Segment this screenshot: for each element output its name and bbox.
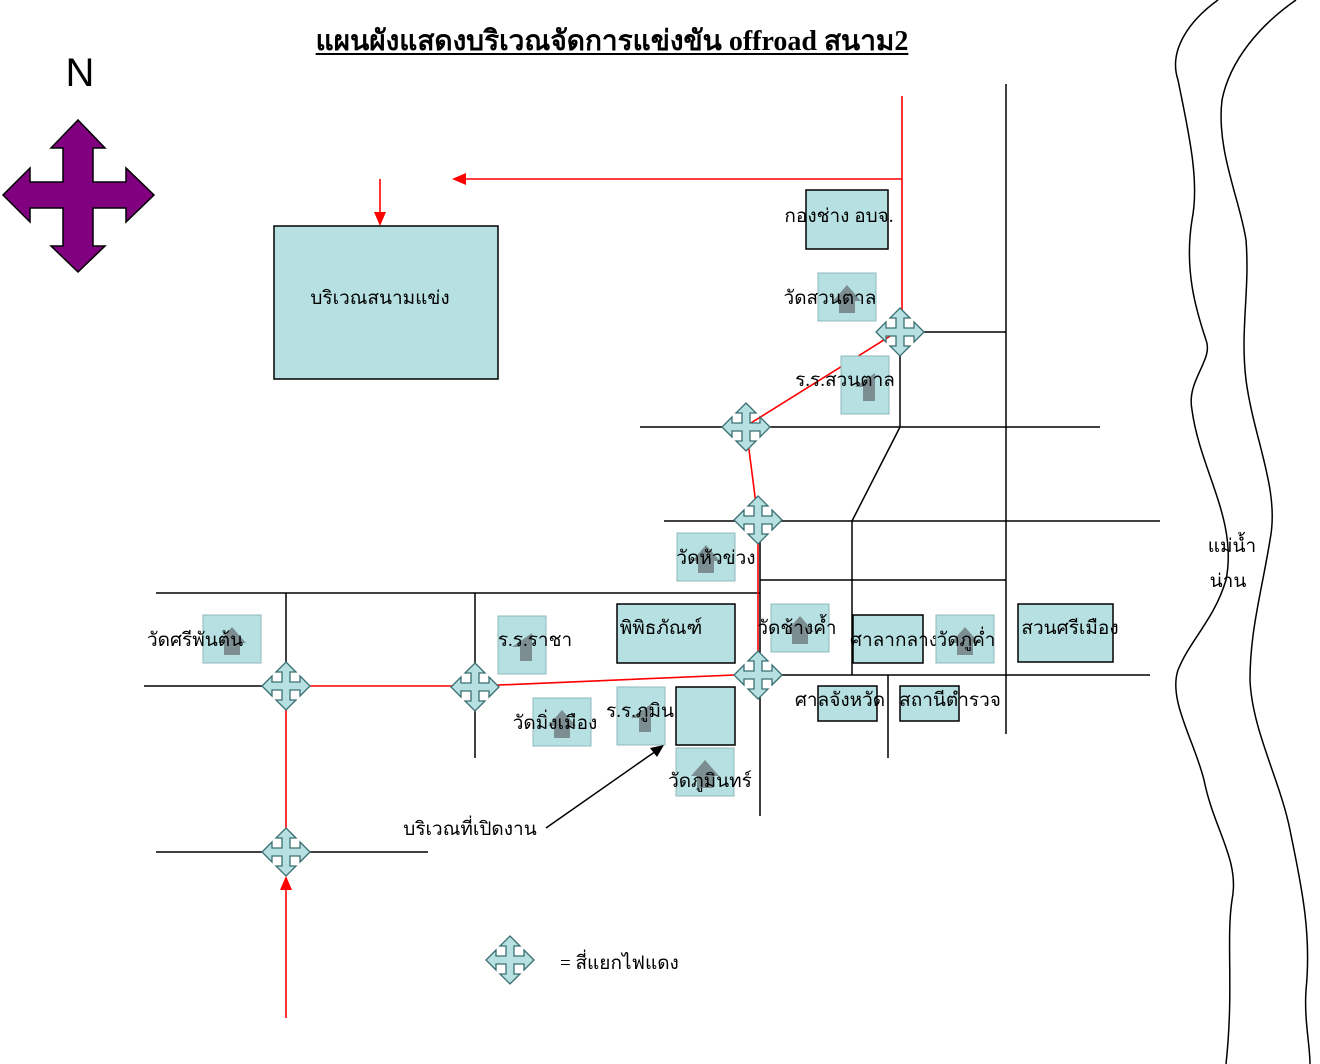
school-racha-label: ร.ร.ราชา xyxy=(498,630,572,651)
junction-icon xyxy=(875,307,925,357)
wat-phu-kham-label: วัดภูค่ำ xyxy=(937,626,996,651)
wat-ming-mueang-label: วัดมิ่งเมือง xyxy=(513,709,598,734)
sala-klang-box xyxy=(852,614,924,664)
school-suan-tan-label: ร.ร.สวนตาล xyxy=(795,370,895,391)
suan-si-mueang-label: สวนศรีเมือง xyxy=(1021,617,1118,639)
museum-label: พิพิธภัณฑ์ xyxy=(620,617,703,639)
sala-changwat-label: ศาลจังหวัด xyxy=(795,690,885,711)
wat-hua-khuang-label: วัดหัวข่วง xyxy=(676,548,755,569)
river-label-1: แม่น้ำ xyxy=(1208,532,1256,557)
sala-changwat-box xyxy=(817,685,878,722)
junction-icon xyxy=(733,495,783,545)
compass-arrows-icon xyxy=(1,118,156,274)
kong-chang-box xyxy=(805,189,889,250)
junction-icon xyxy=(733,650,783,700)
race-area-box xyxy=(273,225,499,380)
kong-chang-label: กองช่าง อบจ. xyxy=(784,206,893,227)
opening-area-arrowhead xyxy=(650,745,664,757)
opening-area-label: บริเวณที่เปิดงาน xyxy=(403,815,536,840)
legend-label: = สี่แยกไฟแดง xyxy=(560,949,679,974)
junction-icon xyxy=(721,402,771,452)
wat-phumin-label: วัดภูมินทร์ xyxy=(668,770,752,792)
museum-box xyxy=(616,603,736,664)
river-label-2: น่าน xyxy=(1210,571,1247,592)
legend-junction-icon xyxy=(485,935,535,985)
river-bank-left xyxy=(1174,0,1235,1064)
north-label: N xyxy=(66,51,95,95)
junction-icon xyxy=(261,827,311,877)
junction-icon xyxy=(450,662,500,712)
wat-si-phan-ton-label: วัดศรีพันต้น xyxy=(147,629,243,651)
school-phumin-label: ร.ร.ภูมิน xyxy=(606,701,674,722)
wat-chang-kham-label: วัดช้างค้ำ xyxy=(757,614,836,639)
junction-icon xyxy=(261,661,311,711)
opening-area-pointer xyxy=(545,750,657,829)
race-area-label: บริเวณสนามแข่ง xyxy=(310,288,449,309)
map-title: แผนผังแสดงบริเวณจัดการแข่งขัน offroad สน… xyxy=(316,26,909,57)
police-station-box xyxy=(899,685,960,722)
sala-klang-label: ศาลากลาง xyxy=(850,630,938,651)
police-station-label: สถานีตำรวจ xyxy=(899,689,1001,711)
wat-suan-tan-label: วัดสวนตาล xyxy=(784,288,877,309)
suan-si-mueang-box xyxy=(1017,603,1114,663)
opening-area-box xyxy=(675,686,736,746)
river-bank-right xyxy=(1220,0,1311,1064)
